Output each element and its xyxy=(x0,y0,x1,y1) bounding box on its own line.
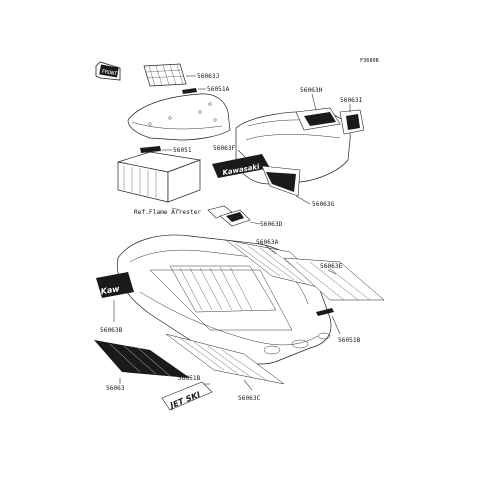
callout-56063E: 56063E xyxy=(320,263,343,270)
decal-56063D xyxy=(207,205,251,227)
callout-ref-flame-arrester: Ref.Flame Arrester xyxy=(134,209,201,216)
callout-56063F: 56063F xyxy=(213,145,236,152)
decal-56063H xyxy=(295,107,341,131)
callout-56051B: 56051B xyxy=(338,337,361,344)
callout-56063A: 56063A xyxy=(256,239,279,246)
callout-56063: 56063 xyxy=(106,385,125,392)
callout-56063G: 56063G xyxy=(312,201,335,208)
callout-56063H: 56063H xyxy=(300,87,323,94)
callout-56051B-lower: 56051B xyxy=(178,375,201,382)
callout-56063C: 56063C xyxy=(238,395,261,402)
decal-56063C xyxy=(165,333,285,385)
callout-56063D: 56063D xyxy=(260,221,283,228)
kaw-logo-text: Kaw xyxy=(100,284,121,296)
callout-56051A: 56051A xyxy=(207,86,230,93)
hood-cover xyxy=(127,93,231,141)
decal-56051B-right xyxy=(316,308,334,316)
callout-56063I: 56063I xyxy=(340,97,363,104)
front-arrow-icon xyxy=(95,61,121,81)
flame-arrester xyxy=(117,151,202,203)
reference-code: F3680B xyxy=(360,58,379,64)
decal-56063 xyxy=(94,340,190,378)
callout-56051: 56051 xyxy=(173,147,192,154)
callout-56063B: 56063B xyxy=(100,327,123,334)
decal-56063J xyxy=(143,63,187,87)
decal-56051 xyxy=(140,146,161,153)
front-mark: FRONT xyxy=(101,69,117,78)
decal-56063E xyxy=(283,257,385,301)
decal-56051A xyxy=(182,88,197,94)
decal-56063I xyxy=(339,109,365,135)
callout-56063J: 56063J xyxy=(197,73,219,80)
decal-56063B-kaw: Kaw xyxy=(96,272,134,298)
hull xyxy=(116,234,332,365)
decal-56063G xyxy=(261,165,301,197)
decal-jetski: JET SKI xyxy=(161,381,213,411)
